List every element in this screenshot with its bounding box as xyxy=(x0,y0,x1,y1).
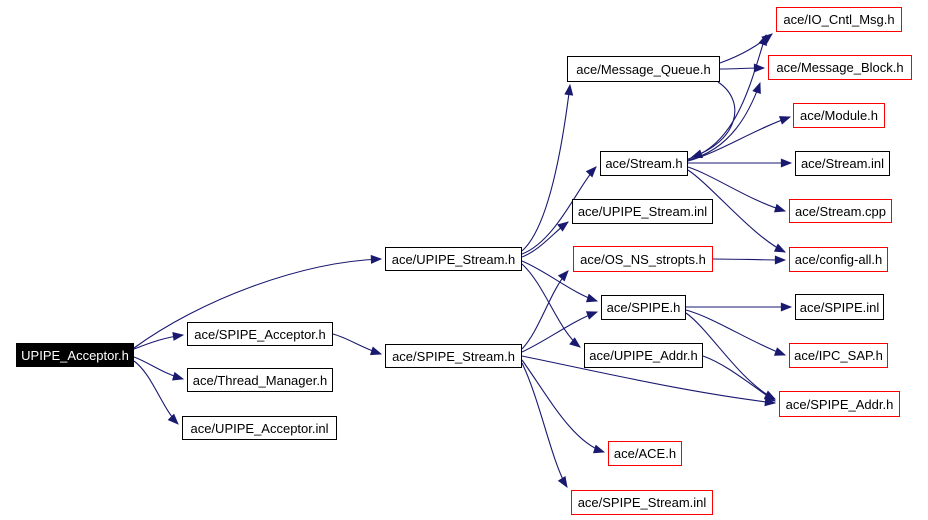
edge-spipe_h-to-spipe_addr_h xyxy=(685,312,777,400)
edge-message_queue_h-to-io_cntl_msg_h xyxy=(719,33,773,64)
edge-os_ns_stropts_h-to-config_all_h xyxy=(712,255,787,265)
graph-node-spipe_stream_h[interactable]: ace/SPIPE_Stream.h xyxy=(385,344,522,368)
edge-spipe_h-to-ipc_sap_h xyxy=(685,309,787,356)
graph-node-stream_h[interactable]: ace/Stream.h xyxy=(600,151,688,176)
edge-upipe_acceptor_h-to-thread_manager_h xyxy=(133,356,185,381)
edge-message_queue_h-to-message_block_h xyxy=(719,63,766,73)
edge-stream_h-to-io_cntl_msg_h xyxy=(687,33,767,160)
edge-spipe_stream_h-to-os_ns_stropts_h xyxy=(521,270,569,350)
edge-stream_h-to-module_h xyxy=(687,116,792,162)
graph-node-ipc_sap_h[interactable]: ace/IPC_SAP.h xyxy=(789,343,888,368)
graph-node-message_queue_h[interactable]: ace/Message_Queue.h xyxy=(567,56,720,82)
edge-stream_h-to-message_block_h xyxy=(687,81,761,161)
graph-node-upipe_stream_inl[interactable]: ace/UPIPE_Stream.inl xyxy=(572,199,713,224)
graph-node-message_block_h[interactable]: ace/Message_Block.h xyxy=(768,55,912,80)
edge-spipe_stream_h-to-ace_h xyxy=(521,359,606,454)
edge-upipe_acceptor_h-to-upipe_acceptor_inl xyxy=(133,360,179,425)
graph-node-spipe_h[interactable]: ace/SPIPE.h xyxy=(601,295,686,320)
edge-stream_h-to-stream_cpp xyxy=(687,166,787,213)
edge-upipe_stream_h-to-upipe_stream_inl xyxy=(521,221,569,258)
graph-node-spipe_addr_h[interactable]: ace/SPIPE_Addr.h xyxy=(779,391,900,417)
graph-node-upipe_acceptor_h: UPIPE_Acceptor.h xyxy=(16,343,134,367)
graph-node-spipe_stream_inl[interactable]: ace/SPIPE_Stream.inl xyxy=(571,490,713,515)
graph-node-stream_cpp[interactable]: ace/Stream.cpp xyxy=(789,199,892,223)
edge-spipe_stream_h-to-spipe_addr_h xyxy=(521,355,777,407)
graph-node-upipe_stream_h[interactable]: ace/UPIPE_Stream.h xyxy=(385,247,522,271)
graph-node-io_cntl_msg_h[interactable]: ace/IO_Cntl_Msg.h xyxy=(776,7,902,32)
edge-upipe_stream_h-to-message_queue_h xyxy=(521,83,574,252)
edge-spipe_stream_h-to-spipe_h xyxy=(521,311,599,353)
edge-upipe_acceptor_h-to-upipe_stream_h xyxy=(133,254,383,349)
edge-upipe_stream_h-to-upipe_addr_h xyxy=(521,263,581,348)
graph-node-thread_manager_h[interactable]: ace/Thread_Manager.h xyxy=(187,368,333,392)
edge-stream_h-to-config_all_h xyxy=(687,169,787,253)
edge-spipe_acceptor_h-to-spipe_stream_h xyxy=(332,333,383,356)
graph-node-module_h[interactable]: ace/Module.h xyxy=(793,103,885,128)
graph-node-os_ns_stropts_h[interactable]: ace/OS_NS_stropts.h xyxy=(573,246,713,272)
graph-node-ace_h[interactable]: ace/ACE.h xyxy=(608,441,682,466)
edge-upipe_acceptor_h-to-spipe_acceptor_h xyxy=(133,331,185,350)
edge-spipe_stream_h-to-spipe_stream_inl xyxy=(521,362,568,488)
graph-node-config_all_h[interactable]: ace/config-all.h xyxy=(789,247,888,272)
graph-node-spipe_inl[interactable]: ace/SPIPE.inl xyxy=(795,294,884,320)
graph-node-spipe_acceptor_h[interactable]: ace/SPIPE_Acceptor.h xyxy=(187,322,333,346)
graph-node-stream_inl[interactable]: ace/Stream.inl xyxy=(795,151,890,176)
graph-node-upipe_acceptor_inl[interactable]: ace/UPIPE_Acceptor.inl xyxy=(182,416,337,440)
edge-upipe_addr_h-to-spipe_addr_h xyxy=(702,355,776,402)
graph-node-upipe_addr_h[interactable]: ace/UPIPE_Addr.h xyxy=(584,343,703,368)
edge-upipe_stream_h-to-stream_h xyxy=(521,166,597,255)
